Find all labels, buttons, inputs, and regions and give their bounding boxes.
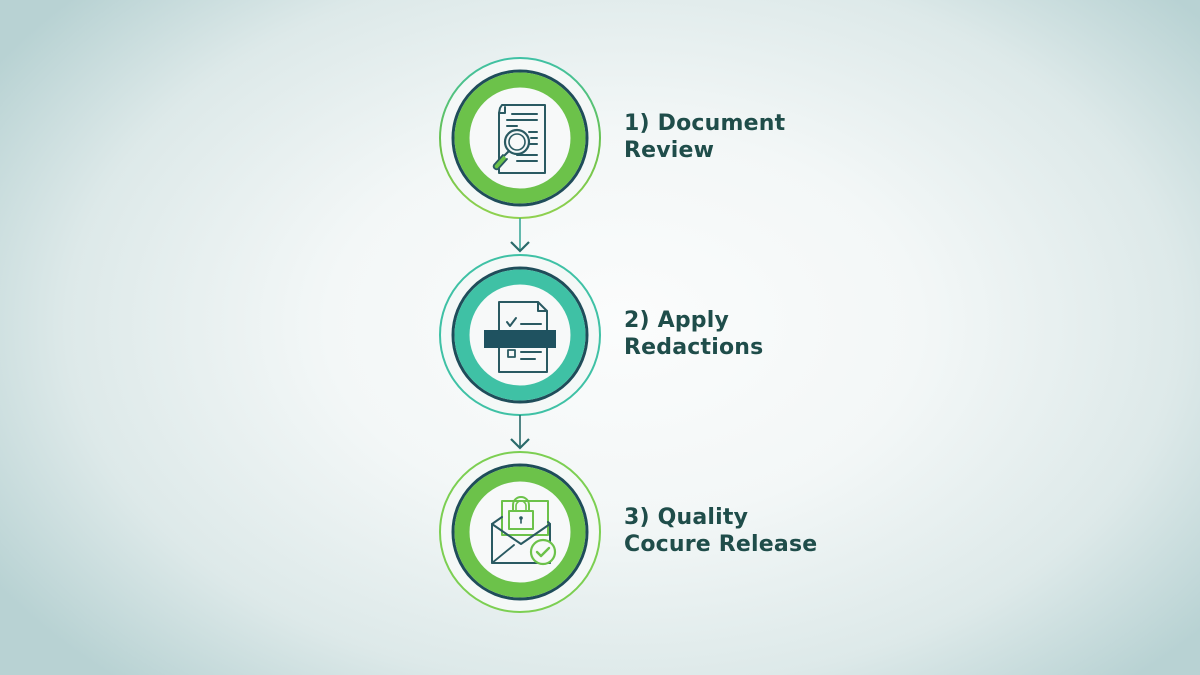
step-2-badge <box>437 252 603 418</box>
step-apply-redactions: 2) Apply Redactions <box>437 252 837 418</box>
connector-1-to-2 <box>505 218 535 258</box>
step-2-badge-graphic <box>439 254 601 416</box>
step-2-title-line1: 2) Apply <box>624 308 730 333</box>
document-magnifier-icon <box>492 104 546 174</box>
step-1-badge <box>437 55 603 221</box>
step-3-title-line1: 3) Quality <box>624 505 749 530</box>
step-1-title-line1: 1) Document <box>624 111 786 136</box>
arrow-down-icon <box>510 415 530 450</box>
step-3-title-line2: Cocure Release <box>624 532 818 557</box>
arrow-down-icon <box>510 218 530 253</box>
step-1-title: 1) Document Review <box>624 110 785 164</box>
step-3-title: 3) Quality Cocure Release <box>624 504 817 558</box>
redaction-bar <box>484 330 556 348</box>
secure-envelope-check-icon <box>491 496 557 566</box>
step-1-title-line2: Review <box>624 138 715 163</box>
step-document-review: 1) Document Review <box>437 55 837 221</box>
step-2-title-line2: Redactions <box>624 335 764 360</box>
step-1-badge-graphic <box>439 57 601 219</box>
step-2-title: 2) Apply Redactions <box>624 307 763 361</box>
step-3-badge <box>437 449 603 615</box>
step-quality-secure-release: 3) Quality Cocure Release <box>437 449 837 615</box>
connector-2-to-3 <box>505 415 535 455</box>
step-3-badge-graphic <box>439 451 601 613</box>
